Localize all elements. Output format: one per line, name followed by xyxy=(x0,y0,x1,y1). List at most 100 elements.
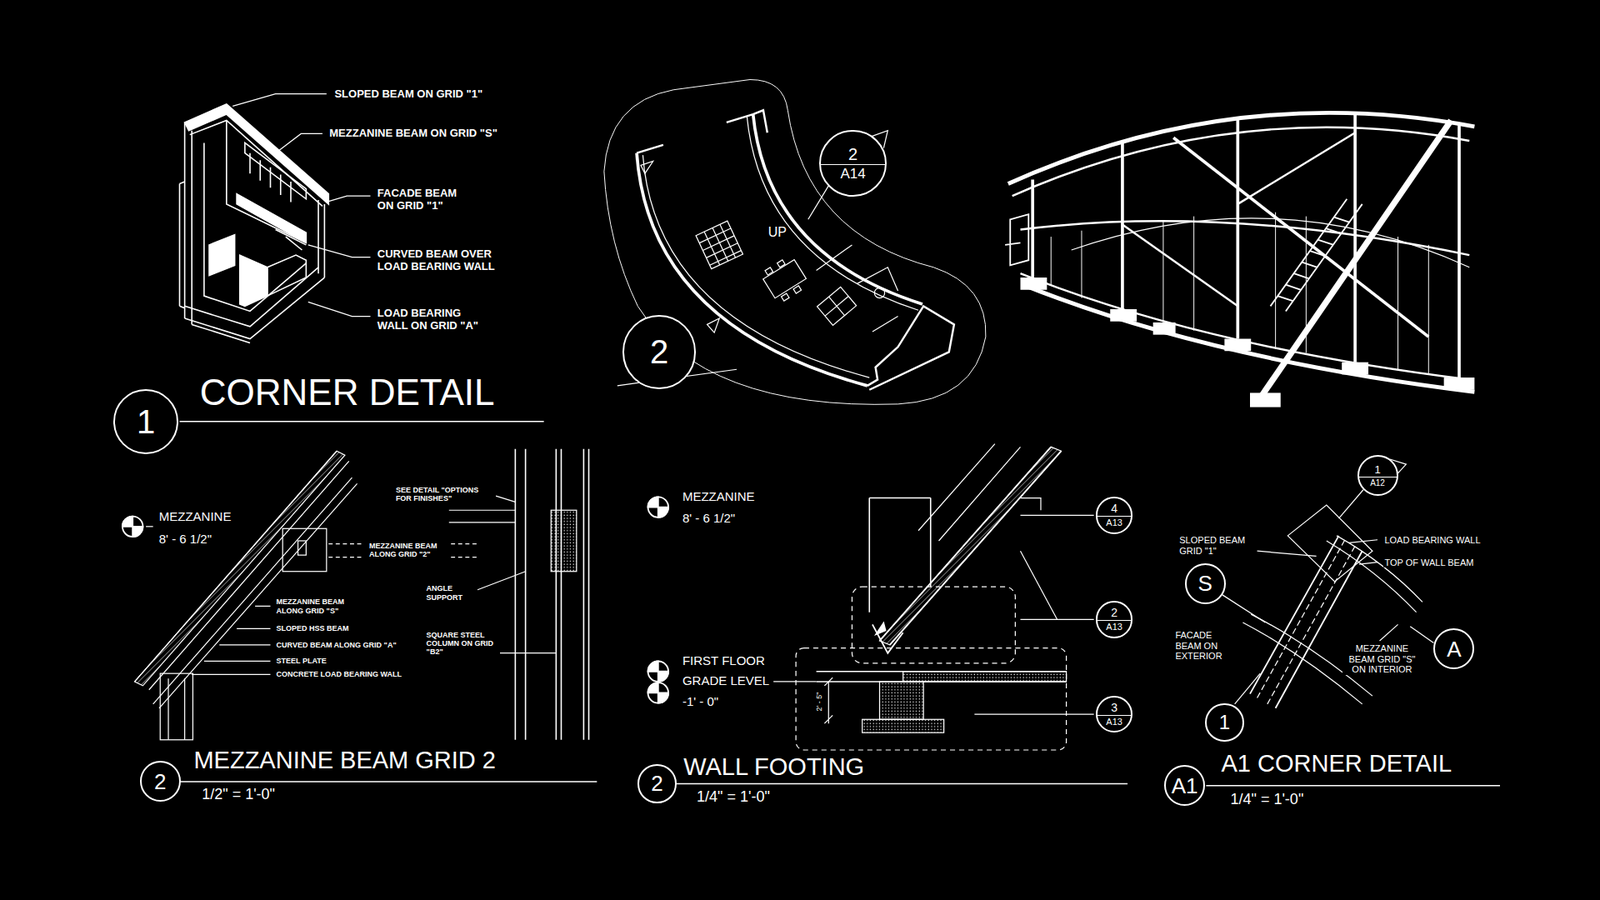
detail-title: CORNER DETAIL xyxy=(199,371,496,415)
level-marker xyxy=(648,496,669,517)
wall-footing-section xyxy=(851,586,1015,664)
callout-number: 4 xyxy=(1110,502,1118,515)
wall-footing-section xyxy=(880,681,925,720)
a1-corner-detail xyxy=(1205,459,1500,786)
detail-bubble: 2 xyxy=(140,760,181,802)
structural-frame-3d xyxy=(1260,120,1451,398)
callout-label: SLOPED BEAM GRID "1" xyxy=(1178,535,1254,556)
level-marker xyxy=(648,682,669,703)
level-marker xyxy=(658,507,669,518)
callout-label: LOAD BEARING WALL xyxy=(1383,534,1481,545)
isometric-corner xyxy=(236,194,306,244)
divider-line xyxy=(1097,715,1132,716)
beam-section xyxy=(160,673,193,740)
floor-plan xyxy=(695,220,743,270)
level-marker xyxy=(648,660,659,671)
title-underline xyxy=(180,420,545,422)
wall-footing-section xyxy=(676,783,1128,785)
level-name: MEZZANINE xyxy=(681,490,756,505)
beam-section xyxy=(449,510,516,523)
floor-plan xyxy=(817,286,857,325)
a1-corner-detail xyxy=(1250,535,1363,709)
dimension-text: 2' - 5" xyxy=(815,691,824,713)
detail-title: A1 CORNER DETAIL xyxy=(1220,750,1453,778)
sheet-reference: A12 xyxy=(1370,479,1385,488)
beam-section xyxy=(191,605,270,675)
wall-footing-section xyxy=(676,444,1128,785)
callout-label: LOAD BEARING WALL ON GRID "A" xyxy=(376,308,494,334)
reference-bubble: 4A13 xyxy=(1095,496,1134,535)
level-marker xyxy=(648,660,669,681)
level-name: FIRST FLOOR xyxy=(681,654,766,669)
structural-frame-3d xyxy=(1012,127,1470,196)
callout-number: 1 xyxy=(1374,464,1380,475)
structural-frame-3d xyxy=(1020,277,1047,290)
floor-plan xyxy=(867,305,955,390)
sheet-reference: A13 xyxy=(1105,518,1123,528)
beam-section xyxy=(477,571,526,590)
reference-bubble: 1A12 xyxy=(1357,455,1399,496)
beam-section xyxy=(500,652,556,654)
wall-footing-section xyxy=(974,515,1094,715)
callout-label: TOP OF WALL BEAM xyxy=(1383,556,1475,568)
floor-plan xyxy=(695,220,743,270)
scale-note: 1/4" = 1'-0" xyxy=(1230,790,1305,808)
detail-bubble: 1 xyxy=(113,389,179,455)
isometric-corner xyxy=(185,104,330,205)
floor-plan xyxy=(763,260,807,299)
wall-footing-section xyxy=(773,680,816,682)
wall-footing-section xyxy=(880,446,1062,645)
floor-plan xyxy=(874,287,885,298)
level-marker xyxy=(122,516,133,527)
floor-plan xyxy=(695,220,743,270)
callout-label: MEZZANINE BEAM GRID "S" ON INTERIOR xyxy=(1342,643,1421,675)
beam-section xyxy=(135,450,350,690)
structural-frame-3d xyxy=(1020,277,1475,408)
callout-label: STEEL PLATE xyxy=(275,656,328,665)
floor-plan xyxy=(817,286,857,325)
leader-line xyxy=(232,94,327,107)
floor-plan xyxy=(816,245,899,332)
beam-section xyxy=(495,495,515,502)
beam-section xyxy=(135,450,345,686)
divider-line xyxy=(1097,515,1132,517)
structural-frame-3d xyxy=(1270,199,1362,312)
level-marker xyxy=(648,496,659,507)
a1-corner-detail xyxy=(1349,540,1378,565)
detail-bubble: 2 xyxy=(622,315,696,389)
isometric-corner xyxy=(190,120,323,206)
leader-line xyxy=(275,133,323,153)
structural-frame-3d xyxy=(1005,214,1029,265)
isometric-corner xyxy=(275,230,307,250)
callout-label: FACADE BEAM ON EXTERIOR xyxy=(1174,630,1228,662)
structural-frame-3d xyxy=(1032,113,1460,378)
level-name: MEZZANINE xyxy=(158,509,233,524)
callout-label: SEE DETAIL "OPTIONS FOR FINISHES" xyxy=(395,485,495,503)
callout-label: MEZZANINE BEAM ON GRID "S" xyxy=(328,127,499,140)
structural-frame-3d xyxy=(1153,322,1176,335)
callout-label: FACADE BEAM ON GRID "1" xyxy=(376,187,469,213)
level-marker xyxy=(648,682,669,703)
wall-footing-section xyxy=(903,671,1067,682)
floor-plan xyxy=(640,160,720,333)
a1-corner-detail xyxy=(1222,595,1265,623)
structural-frame-3d xyxy=(1122,132,1355,306)
callout-label: SLOPED BEAM ON GRID "1" xyxy=(333,87,484,100)
grid-bubble: A xyxy=(1433,628,1475,670)
a1-corner-detail xyxy=(1410,626,1434,644)
callout-label: CURVED BEAM ALONG GRID "A" xyxy=(275,640,398,650)
structural-frame-3d xyxy=(1020,220,1470,255)
floor-plan xyxy=(777,260,785,268)
level-marker xyxy=(648,496,669,517)
a1-corner-detail xyxy=(1235,673,1261,705)
callout-number: S xyxy=(1197,572,1212,595)
sheet-reference: A14 xyxy=(840,166,866,181)
a1-corner-detail xyxy=(1380,624,1399,641)
isometric-corner xyxy=(267,255,307,296)
floor-plan xyxy=(753,114,923,305)
level-marker xyxy=(648,682,659,693)
divider-line xyxy=(1359,476,1397,478)
reference-bubble: 2A13 xyxy=(1095,600,1134,639)
isometric-corner xyxy=(240,255,268,306)
